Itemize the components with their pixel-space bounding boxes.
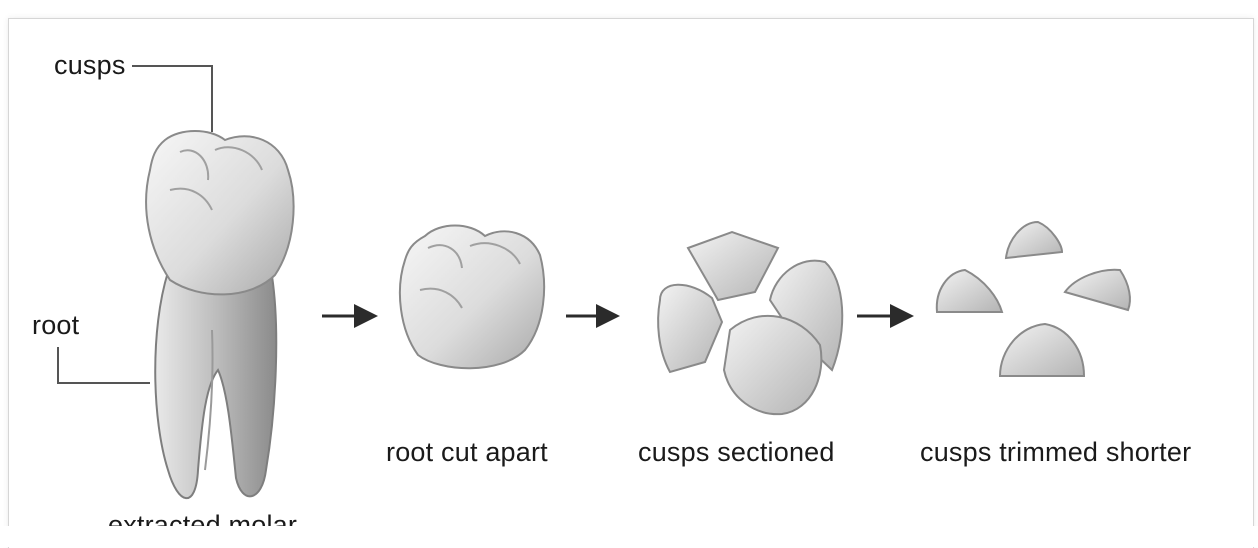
crown-root-cut-illustration — [400, 226, 544, 369]
cusps-leader-line — [132, 66, 212, 132]
arrow-2-icon — [566, 304, 620, 328]
image-bottom-edge — [0, 526, 1258, 547]
cusps-trimmed-illustration — [937, 222, 1130, 376]
arrow-3-icon — [857, 304, 914, 328]
extracted-molar-illustration — [146, 131, 293, 498]
step-cusps-trimmed-shorter-label: cusps trimmed shorter — [920, 437, 1191, 468]
root-label: root — [32, 310, 79, 341]
step-cusps-sectioned-label: cusps sectioned — [638, 437, 835, 468]
root-leader-line — [58, 347, 150, 383]
step-root-cut-apart-label: root cut apart — [386, 437, 548, 468]
cusps-sectioned-illustration — [658, 232, 842, 414]
cusps-label: cusps — [54, 50, 126, 81]
arrow-1-icon — [322, 304, 378, 328]
